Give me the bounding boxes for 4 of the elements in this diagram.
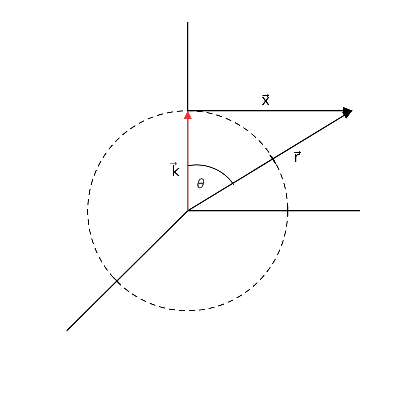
vector-label: k⃗ xyxy=(172,164,180,180)
vector-label: x⃗ xyxy=(262,94,270,108)
angle-label: θ xyxy=(197,178,205,192)
vector-label: r⃗ xyxy=(294,150,300,166)
